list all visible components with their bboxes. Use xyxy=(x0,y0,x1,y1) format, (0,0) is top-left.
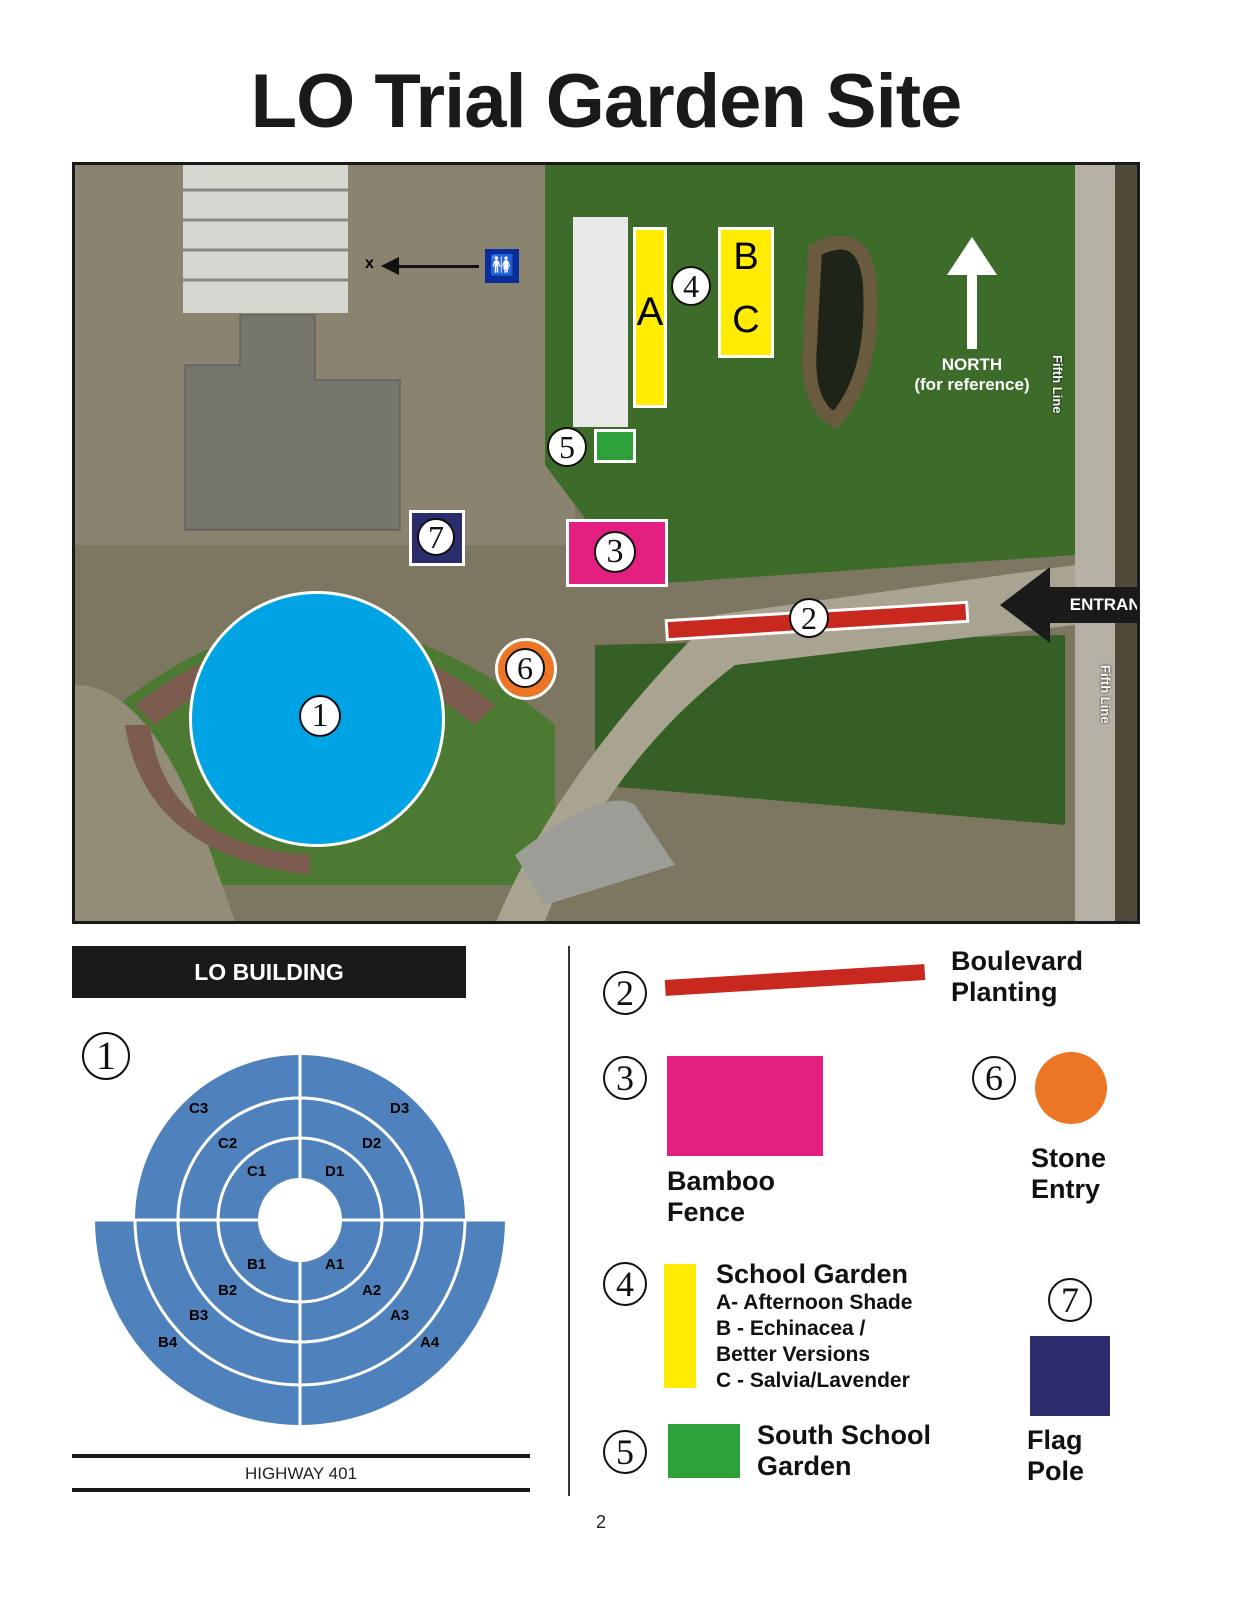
legend-school-item: C - Salvia/Lavender xyxy=(716,1369,910,1392)
legend-bamboo-line1: Bamboo xyxy=(667,1166,775,1196)
entrance-label: ENTRANCE xyxy=(1048,587,1137,623)
legend-boulevard-line2: Planting xyxy=(951,977,1058,1007)
school-garden-a[interactable] xyxy=(633,227,667,408)
south-school-garden[interactable] xyxy=(594,429,636,463)
legend-marker-7: 7 xyxy=(1048,1278,1092,1322)
restroom-arrow xyxy=(389,265,479,268)
legend-marker-6: 6 xyxy=(972,1056,1016,1100)
site-map: A B C 4 🚻 x NORTH(for reference) Fifth L… xyxy=(72,162,1140,924)
bed-b4[interactable]: B4 xyxy=(158,1334,178,1351)
marker-3[interactable]: 3 xyxy=(594,531,636,573)
legend-bamboo-swatch xyxy=(667,1056,823,1156)
legend-flag-swatch xyxy=(1030,1336,1110,1416)
legend-stone-line2: Entry xyxy=(1031,1174,1101,1204)
north-arrow-shaft xyxy=(967,273,977,349)
legend-marker-2: 2 xyxy=(603,971,647,1015)
bed-c3[interactable]: C3 xyxy=(189,1100,209,1117)
bed-d2[interactable]: D2 xyxy=(362,1135,382,1152)
legend-marker-3: 3 xyxy=(603,1056,647,1100)
ring-bed-diagram xyxy=(72,946,570,1496)
bed-d1[interactable]: D1 xyxy=(325,1163,345,1180)
road-label-north: Fifth Line xyxy=(1050,355,1065,414)
bed-b2[interactable]: B2 xyxy=(218,1282,238,1299)
bed-b3[interactable]: B3 xyxy=(189,1307,209,1324)
page-title: LO Trial Garden Site xyxy=(250,59,963,144)
marker-4[interactable]: 4 xyxy=(671,266,711,306)
school-garden-bc[interactable]: B C xyxy=(718,227,774,358)
legend-school-item: Better Versions xyxy=(716,1343,871,1366)
page-number: 2 xyxy=(596,1512,607,1532)
bed-c1[interactable]: C1 xyxy=(247,1163,267,1180)
legend-bamboo-line2: Fence xyxy=(667,1197,746,1227)
legend-school-label: School Garden A- Afternoon Shade B - Ech… xyxy=(716,1259,912,1394)
arrow-left-icon xyxy=(381,257,399,275)
legend-school-item: A- Afternoon Shade xyxy=(716,1291,913,1314)
entrance-sign: ENTRANCE xyxy=(1000,567,1137,643)
legend-stone-line1: Stone xyxy=(1031,1143,1107,1173)
marker-5[interactable]: 5 xyxy=(547,427,587,467)
garden-letter-b: B xyxy=(733,236,759,278)
lo-building-header: LO BUILDING xyxy=(72,946,466,998)
garden-letter-a: A xyxy=(636,290,664,334)
highway-label: HIGHWAY 401 xyxy=(244,1464,358,1483)
legend-south-line2: Garden xyxy=(757,1451,852,1481)
marker-2[interactable]: 2 xyxy=(789,598,829,638)
bed-a2[interactable]: A2 xyxy=(362,1282,382,1299)
legend-school-item: B - Echinacea / xyxy=(716,1317,866,1340)
restroom-icon[interactable]: 🚻 xyxy=(485,249,519,283)
legend-marker-4: 4 xyxy=(603,1262,647,1306)
north-subtext: (for reference) xyxy=(914,375,1030,394)
marker-6[interactable]: 6 xyxy=(505,648,545,688)
bed-a3[interactable]: A3 xyxy=(390,1307,410,1324)
bed-a4[interactable]: A4 xyxy=(420,1334,440,1351)
marker-1[interactable]: 1 xyxy=(299,695,341,737)
garden-letter-c: C xyxy=(732,299,760,341)
legend-flag-line2: Pole xyxy=(1027,1456,1085,1486)
north-text: NORTH xyxy=(941,355,1003,374)
road-label-south: Fifth Line xyxy=(1098,665,1113,724)
legend-stone-swatch xyxy=(1035,1052,1107,1124)
marker-7[interactable]: 7 xyxy=(417,518,455,556)
legend-school-title: School Garden xyxy=(716,1259,909,1289)
north-arrow-icon xyxy=(947,237,997,275)
entrance-arrow-icon xyxy=(1000,567,1050,643)
legend-flag-line1: Flag xyxy=(1027,1425,1083,1455)
bed-a1[interactable]: A1 xyxy=(325,1256,345,1273)
bed-d3[interactable]: D3 xyxy=(390,1100,410,1117)
legend-marker-5: 5 xyxy=(603,1430,647,1474)
legend-south-line1: South School xyxy=(757,1420,931,1450)
restroom-arrow-label: x xyxy=(365,255,374,272)
legend-school-swatch xyxy=(664,1264,696,1388)
legend-south-swatch xyxy=(668,1424,740,1478)
bed-b1[interactable]: B1 xyxy=(247,1256,267,1273)
legend-boulevard-line1: Boulevard xyxy=(951,946,1084,976)
diagram-marker-1: 1 xyxy=(82,1032,130,1080)
legend-boulevard-swatch xyxy=(664,964,926,996)
bed-c2[interactable]: C2 xyxy=(218,1135,238,1152)
north-label: NORTH(for reference) xyxy=(895,355,1049,395)
